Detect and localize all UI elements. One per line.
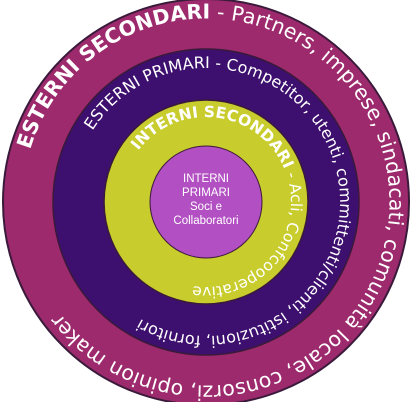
core-label-interni: INTERNI xyxy=(183,173,229,185)
core-label-primari: PRIMARI xyxy=(182,187,230,199)
core-label-soci: Soci e xyxy=(190,201,222,213)
core-label-collaboratori: Collaboratori xyxy=(173,215,238,227)
core-interni-primari xyxy=(149,145,263,259)
